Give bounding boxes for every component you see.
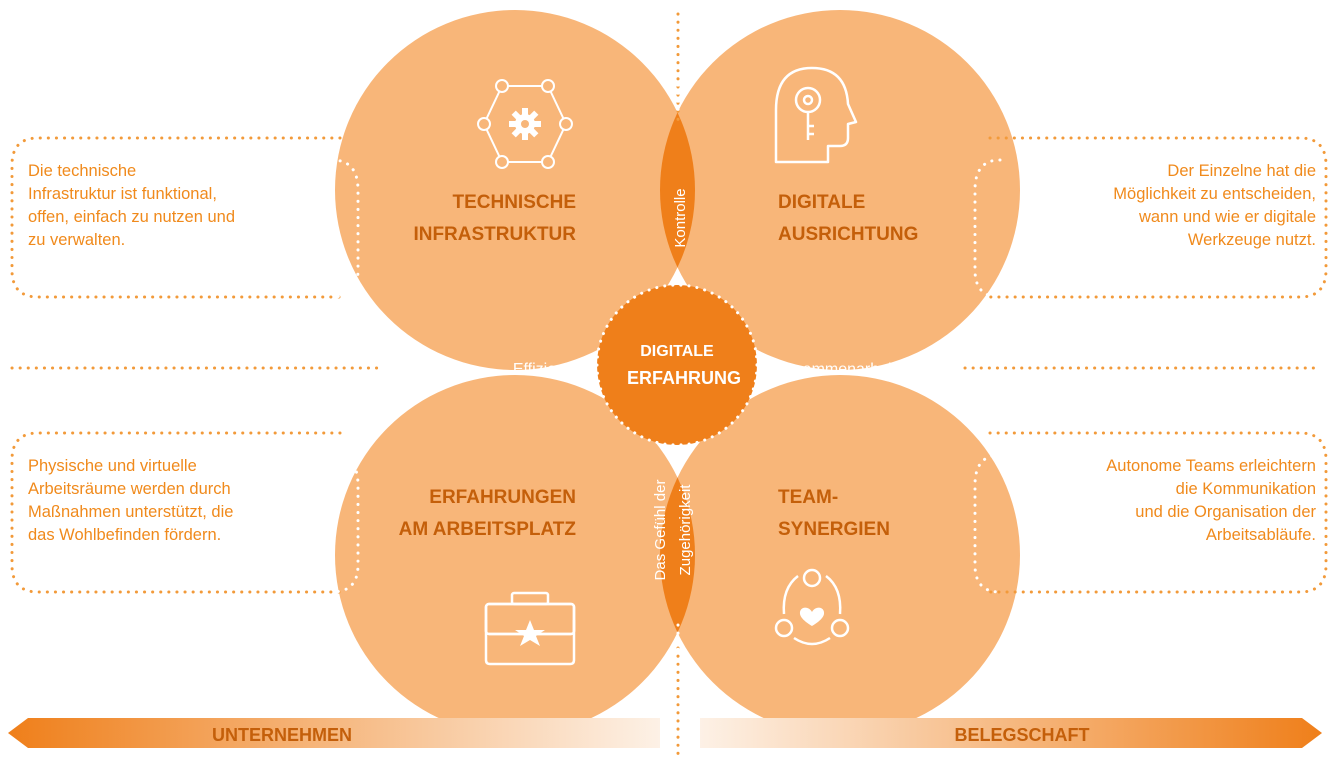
quadrant-title-bl-line2: AM ARBEITSPLATZ	[399, 519, 577, 540]
bottom-bar-label-belegschaft: BELEGSCHAFT	[955, 725, 1090, 745]
petal-label-top: Kontrolle	[672, 188, 689, 247]
box-inner-dots	[330, 158, 1002, 594]
desc-tr-line1: Der Einzelne hat die	[1167, 162, 1316, 180]
circle-erfahrungen	[335, 375, 695, 735]
head-key-icon	[774, 66, 858, 164]
desc-br-line1: Autonome Teams erleichtern	[1106, 457, 1316, 475]
circle-technische-infrastruktur	[335, 10, 695, 370]
team-heart-icon	[774, 568, 850, 646]
bottom-bar-right	[700, 718, 1322, 748]
quadrant-title-tr-line1: DIGITALE	[778, 192, 865, 213]
desc-bl-line2: Arbeitsräume werden durch	[28, 480, 231, 498]
center-title-line2: ERFAHRUNG	[627, 368, 741, 388]
description-digitale-ausrichtung: Der Einzelne hat die Möglichkeit zu ents…	[1113, 160, 1316, 252]
description-erfahrungen: Physische und virtuelle Arbeitsräume wer…	[28, 455, 233, 547]
petal-label-left: Effizienz	[513, 361, 573, 378]
description-technische-infrastruktur: Die technische Infrastruktur ist funktio…	[28, 160, 235, 252]
desc-tl-line1: Die technische	[28, 162, 137, 180]
desc-tl-line2: Infrastruktur ist funktional,	[28, 185, 217, 203]
quadrant-title-tl-line1: TECHNISCHE	[452, 192, 576, 213]
gear-network-icon	[477, 79, 573, 169]
desc-tl-line3: offen, einfach zu nutzen und	[28, 208, 236, 226]
petal-label-bottom-line1: Das Gefühl der	[652, 480, 669, 581]
quadrant-title-br-line2: SYNERGIEN	[778, 519, 890, 540]
description-box-outlines	[10, 136, 1328, 594]
desc-tl-line4: zu verwalten.	[28, 231, 126, 249]
desc-bl-line4: das Wohlbefinden fördern.	[28, 526, 222, 544]
bottom-bar: UNTERNEHMEN BELEGSCHAFT	[8, 718, 1322, 748]
quadrant-title-tr-line2: AUSRICHTUNG	[778, 224, 918, 245]
desc-bl-line1: Physische und virtuelle	[28, 457, 197, 475]
description-team-synergien: Autonome Teams erleichtern die Kommunika…	[1106, 455, 1316, 547]
bottom-bar-left	[8, 718, 660, 748]
center-circle	[595, 283, 759, 447]
center-title-line1: DIGITALE	[640, 343, 714, 360]
petal-label-right: Zusammenarbeit	[776, 361, 897, 378]
desc-br-line3: und die Organisation der	[1135, 503, 1316, 521]
quadrant-title-tl-line2: INFRASTRUKTUR	[413, 224, 576, 245]
circle-digitale-ausrichtung	[660, 10, 1020, 370]
petal-label-bottom-line2: Zugehörigkeit	[677, 484, 694, 576]
desc-tr-line3: wann und wie er digitale	[1138, 208, 1316, 226]
desc-tr-line2: Möglichkeit zu entscheiden,	[1113, 185, 1316, 203]
desc-tr-line4: Werkzeuge nutzt.	[1187, 231, 1316, 249]
quadrant-title-br-line1: TEAM-	[778, 487, 838, 508]
desc-br-line4: Arbeitsabläufe.	[1205, 526, 1316, 544]
circle-team-synergien	[660, 375, 1020, 735]
inner-dot-lines	[378, 83, 680, 652]
quadrant-title-bl-line1: ERFAHRUNGEN	[429, 487, 576, 508]
desc-bl-line3: Maßnahmen unterstützt, die	[28, 503, 234, 521]
desc-br-line2: die Kommunikation	[1175, 480, 1316, 498]
bottom-bar-label-unternehmen: UNTERNEHMEN	[212, 725, 352, 745]
briefcase-star-icon	[484, 591, 576, 666]
